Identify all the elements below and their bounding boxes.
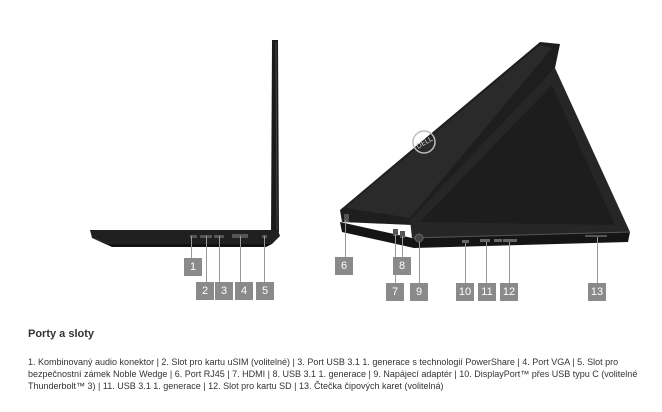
callout-13: 13 — [588, 283, 606, 301]
laptop-rear-three-quarter-view: DELL — [340, 42, 631, 248]
leader-line — [402, 236, 403, 258]
leader-line — [240, 236, 241, 283]
leader-line — [206, 236, 207, 283]
callout-4: 4 — [235, 282, 253, 300]
callout-12: 12 — [500, 283, 518, 301]
laptop-side-view — [90, 40, 280, 247]
callout-7: 7 — [386, 283, 404, 301]
callout-3: 3 — [215, 282, 233, 300]
leader-line — [345, 220, 346, 258]
leader-line — [597, 237, 598, 284]
callout-5: 5 — [256, 282, 274, 300]
callout-11: 11 — [478, 283, 496, 301]
caption-heading: Porty a sloty — [28, 328, 95, 340]
leader-line — [486, 242, 487, 284]
leader-line — [219, 236, 220, 283]
leader-line — [191, 236, 192, 259]
leader-line — [419, 242, 420, 284]
callout-6: 6 — [335, 257, 353, 275]
callout-9: 9 — [410, 283, 428, 301]
leader-line — [264, 236, 265, 283]
leader-line — [465, 243, 466, 284]
leader-line — [509, 242, 510, 284]
ports-caption: Porty a sloty 1. Kombinovaný audio konek… — [28, 328, 638, 392]
callout-10: 10 — [456, 283, 474, 301]
callout-8: 8 — [393, 257, 411, 275]
callout-2: 2 — [196, 282, 214, 300]
callout-1: 1 — [184, 258, 202, 276]
caption-text: 1. Kombinovaný audio konektor | 2. Slot … — [28, 357, 638, 391]
ports-figure: DELL 1 2 3 4 5 6 7 8 9 10 11 12 13 — [90, 40, 631, 301]
